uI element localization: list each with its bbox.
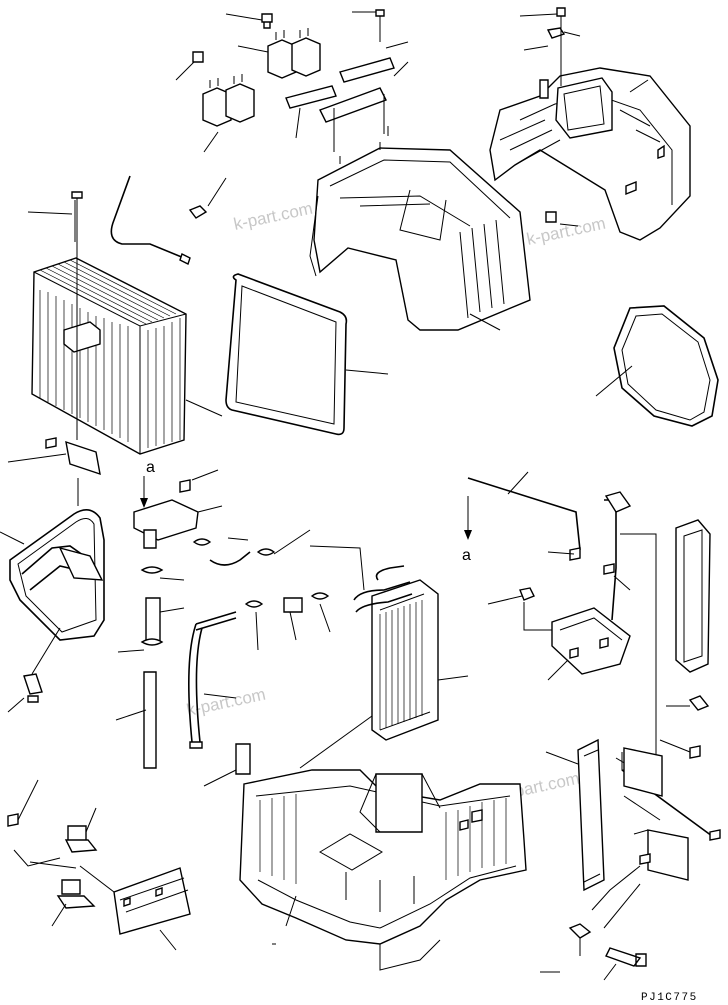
refrigerant-pipes <box>0 478 105 713</box>
gasket-rectangle <box>225 273 389 436</box>
bottom-bolt <box>540 923 647 981</box>
view-label-a-left: a <box>146 459 155 476</box>
leader-lines-top <box>175 11 409 153</box>
water-valve <box>133 469 223 549</box>
hoses-and-clamps <box>115 529 331 787</box>
heater-core <box>309 545 469 741</box>
view-label-a-right: a <box>462 547 471 564</box>
watermark-top: k-part.com <box>232 199 314 234</box>
lower-case <box>239 715 527 971</box>
watermark-right: k-part.com <box>525 214 607 249</box>
upper-case <box>309 126 531 331</box>
upper-cover <box>489 7 691 241</box>
expansion-valve <box>7 437 101 476</box>
linkage-rod <box>467 471 721 929</box>
relay-group <box>192 9 395 152</box>
evaporator <box>27 191 223 455</box>
gasket-octagon <box>595 305 719 427</box>
view-arrow-right: a <box>462 496 472 564</box>
drawing-code: PJ1C775 <box>641 992 698 1004</box>
view-arrow-left: a <box>140 459 155 508</box>
lower-brackets <box>7 779 191 951</box>
sensor-wire <box>110 175 227 265</box>
